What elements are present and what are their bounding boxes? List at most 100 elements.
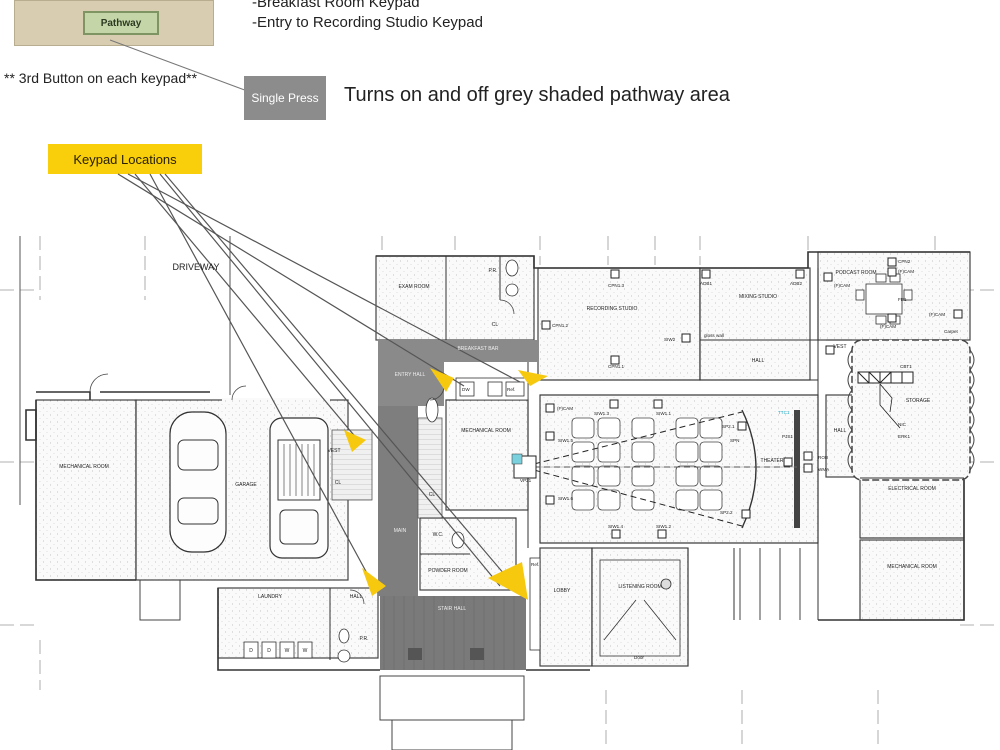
grey-pathway [378, 340, 538, 670]
device-cpn11: CPN1.1 [608, 364, 625, 369]
keypad-arrow-5 [488, 562, 528, 600]
press-action-description: Turns on and off grey shaded pathway are… [344, 84, 730, 106]
label-exam-room: EXAM ROOM [398, 284, 429, 290]
label-theater: THEATER [761, 458, 784, 464]
keypad-list-item-2: -Entry to Recording Studio Keypad [252, 14, 483, 31]
laundry-dryer-1: D [249, 648, 253, 654]
label-mechanical-room-2: MECHANICAL ROOM [461, 428, 511, 434]
theater-seats [571, 417, 723, 511]
mechanical-room-right [859, 539, 965, 621]
label-hall-2: HALL [834, 428, 847, 434]
label-vest-1: VEST [833, 344, 846, 350]
device-siw13: SIW1.3 [594, 411, 610, 416]
device-fcam-1: (F)CAM [898, 269, 914, 274]
label-cl-1: CL [492, 322, 499, 328]
exam-room-area [375, 255, 535, 341]
label-hall-1: HALL [752, 358, 765, 364]
device-cpn13: CPN1.3 [608, 283, 625, 288]
device-pjs1: PJS1 [782, 434, 793, 439]
keypad-pointer-line [109, 39, 251, 93]
pathway-keypad-button: Pathway [83, 11, 159, 35]
label-wc: W.C. [433, 532, 444, 538]
device-erk1: ERK1 [898, 434, 910, 439]
keypad-arrow-4 [362, 568, 386, 596]
laundry-area [217, 587, 379, 659]
device-wma: WMA [818, 467, 830, 472]
label-pr-2: P.R. [359, 636, 368, 642]
device-cpn2: CPN2 [898, 259, 911, 264]
device-ttc1: TTC1 [778, 410, 790, 415]
device-siw11: SIW1.1 [656, 411, 672, 416]
theater-area [539, 394, 819, 544]
mechanical-room-left [35, 399, 137, 581]
label-podcast-room: PODCAST ROOM [835, 270, 876, 276]
device-vp21: VP21 [520, 478, 532, 483]
keypad-arrows [344, 368, 548, 600]
wall-device-icons [541, 257, 963, 539]
label-garage: GARAGE [235, 482, 257, 488]
label-listening-room: LISTENING ROOM [618, 584, 661, 590]
device-fcam-5: (F)CAM [557, 406, 573, 411]
single-press-box: Single Press [244, 76, 326, 120]
keypad-callout-lines [117, 173, 521, 589]
label-powder-room: POWDER ROOM [428, 568, 467, 574]
storage-racks [857, 371, 914, 384]
third-button-note: ** 3rd Button on each keypad** [4, 70, 198, 86]
laundry-washer-1: W [285, 648, 290, 654]
device-siw2: SIW2 [664, 337, 676, 342]
label-hall-3: HALL [350, 594, 363, 600]
label-pr-1: P.R. [488, 268, 497, 274]
device-door: Door [634, 655, 644, 660]
label-main: MAIN [394, 528, 407, 534]
label-driveway: DRIVEWAY [172, 262, 219, 272]
label-cl-2: CL [335, 480, 342, 486]
theater-screen [794, 410, 800, 528]
garage-area [135, 399, 349, 581]
listening-room-area [591, 547, 689, 667]
device-sp22: SP2.2 [720, 510, 733, 515]
device-siw15: SIW1.5 [558, 438, 574, 443]
mixing-studio-area [699, 267, 811, 381]
car-left [169, 411, 227, 553]
label-stair-hall: STAIR HALL [438, 606, 466, 612]
device-siw16: SIW1.6 [558, 496, 574, 501]
label-recording-studio: RECORDING STUDIO [587, 306, 638, 312]
device-ref-2: Ref. [531, 562, 539, 567]
label-storage: STORAGE [906, 398, 931, 404]
label-breakfast-bar: BREAKFAST BAR [457, 346, 498, 352]
label-lobby: LOBBY [554, 588, 571, 594]
device-fb1: FB1 [898, 297, 907, 302]
laundry-dryer-2: D [267, 648, 271, 654]
device-siw14: SIW1.4 [608, 524, 624, 529]
car-right [269, 417, 329, 559]
device-fcam-2: (F)CAM [834, 283, 850, 288]
podcast-table [855, 273, 913, 325]
keypad-list-item-1: -Breakfast Room Keypad [252, 0, 420, 11]
keypad-image: Pathway [14, 0, 214, 46]
hall-right-area [825, 394, 867, 478]
label-vest-2: VEST [327, 448, 340, 454]
device-nic: NIC [898, 422, 907, 427]
label-mixing-studio: MIXING STUDIO [739, 294, 777, 300]
device-ref-1: Ref. [507, 387, 515, 392]
grid-lines [0, 236, 1000, 750]
label-mechanical-room-1: MECHANICAL ROOM [59, 464, 109, 470]
label-mechanical-room-3: MECHANICAL ROOM [887, 564, 937, 570]
device-spn: SPN [730, 438, 739, 443]
label-cl-3: CL [429, 492, 436, 498]
device-dw: DW [462, 387, 470, 392]
recording-studio-area [537, 267, 701, 381]
device-rob: ROB [818, 455, 828, 460]
device-sp21: SP2.1 [722, 424, 735, 429]
mechanical-room-center [445, 399, 529, 511]
podcast-room-area [817, 251, 971, 341]
keypad-locations-label: Keypad Locations [48, 144, 202, 174]
label-entry-hall: ENTRY HALL [395, 372, 426, 378]
keypad-arrow-1 [430, 368, 454, 392]
device-adb2: ADB2 [790, 281, 802, 286]
device-cpn12: CPN1.2 [552, 323, 569, 328]
storage-room [851, 339, 971, 481]
keypad-arrow-2 [518, 370, 548, 386]
keypad-arrow-3 [344, 430, 366, 452]
